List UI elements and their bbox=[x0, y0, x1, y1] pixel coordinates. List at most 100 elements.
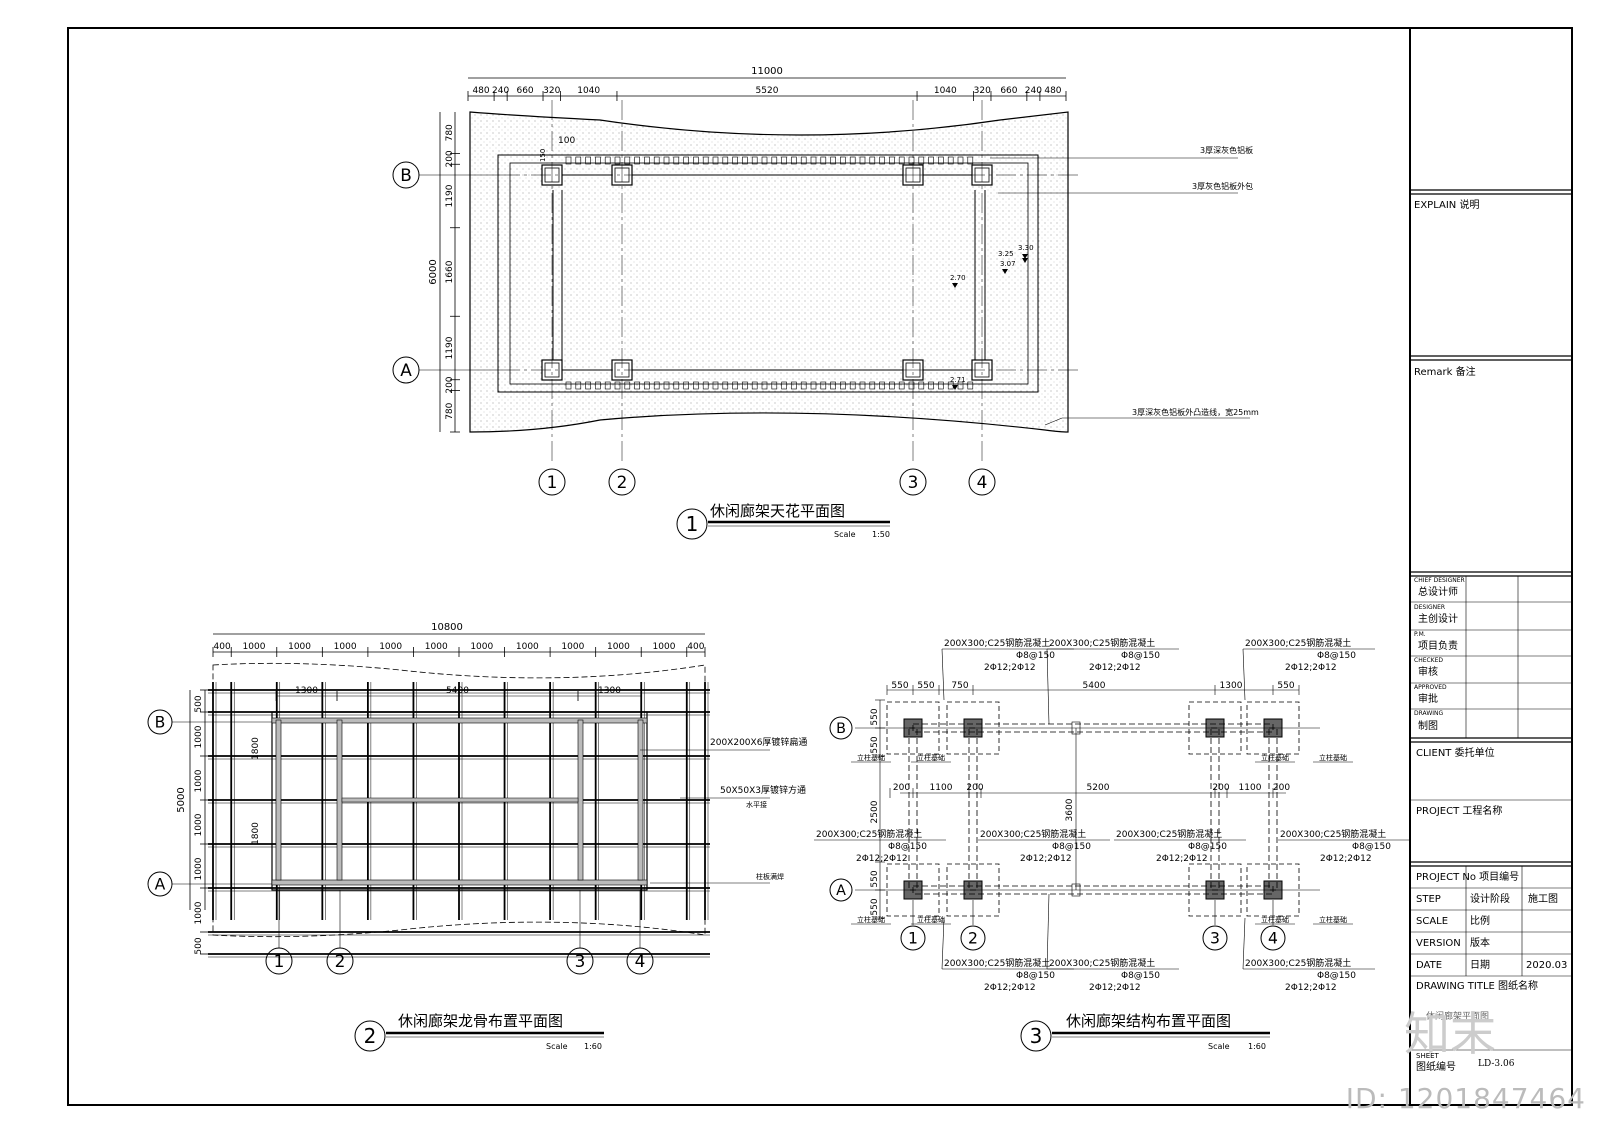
scale-2: 1:60 bbox=[584, 1042, 602, 1051]
axis-bubble2-4-circle bbox=[626, 947, 654, 975]
axis-bubble2-2-circle bbox=[326, 947, 354, 975]
top-dim-1: 240 bbox=[492, 86, 509, 96]
axis-bubble-1-circle bbox=[538, 468, 566, 496]
spec-bot-2-stirrup: Φ8@150 bbox=[1121, 971, 1160, 981]
role-zh-2: 项目负责 bbox=[1418, 641, 1458, 652]
spec-bot-1-spec: 200X300;C25钢筋混凝土 bbox=[944, 957, 1050, 969]
slat-tick-bottom bbox=[938, 381, 944, 390]
slat-tick-top bbox=[938, 156, 944, 165]
spec-mid-1-stirrup: Φ8@150 bbox=[888, 842, 927, 852]
inner-dim-1: 1800 bbox=[251, 737, 261, 760]
slat-tick-top bbox=[781, 156, 787, 165]
slat-tick-bottom bbox=[957, 381, 964, 390]
spec-top-3-spec: 200X300;C25钢筋混凝土 bbox=[1245, 637, 1351, 649]
sheet-label: SHEET bbox=[1416, 1052, 1439, 1060]
slat-tick-top bbox=[869, 156, 876, 165]
axis-bubble-b3: B bbox=[836, 721, 846, 737]
ground-beam-v-1 bbox=[968, 727, 978, 891]
slat-tick-top bbox=[742, 156, 748, 165]
axis-bubble-3-circle bbox=[899, 468, 927, 496]
level-5: 2.71 bbox=[950, 376, 966, 384]
slat-tick-top bbox=[595, 156, 601, 165]
axis-bubble-b: B bbox=[400, 165, 412, 185]
top-dim-2: 660 bbox=[516, 86, 533, 96]
level-marker-2 bbox=[1022, 258, 1028, 263]
spec-top-3-leader bbox=[1242, 648, 1246, 701]
slat-tick-top bbox=[898, 156, 905, 165]
top-dim2-1: 1000 bbox=[243, 642, 266, 652]
slat-tick-bottom bbox=[634, 381, 640, 390]
ceiling-outline bbox=[469, 111, 1069, 433]
slat-tick-bottom bbox=[693, 381, 699, 390]
role-zh-5: 制图 bbox=[1418, 721, 1438, 732]
remark-label: Remark 备注 bbox=[1414, 367, 1476, 378]
slat-tick-bottom bbox=[800, 381, 807, 390]
slat-tick-top bbox=[712, 156, 719, 165]
footing-2-0 bbox=[1188, 701, 1242, 755]
left-dim2-3: 1000 bbox=[194, 813, 204, 836]
slat-tick-top bbox=[967, 156, 974, 165]
slat-tick-bottom bbox=[614, 381, 621, 390]
level-marker-3 bbox=[1002, 269, 1008, 274]
spec-bot-3-leader bbox=[1242, 917, 1246, 970]
left-dim3-1: 550 bbox=[870, 736, 880, 753]
footing-1-0 bbox=[946, 701, 1000, 755]
slat-tick-bottom bbox=[879, 381, 885, 390]
slat-tick-bottom bbox=[889, 381, 895, 390]
axis-bubble-2: 2 bbox=[617, 472, 628, 492]
spec-bot-1-stirrup: Φ8@150 bbox=[1016, 971, 1055, 981]
ground-beam-v-3 bbox=[1268, 727, 1278, 891]
spec-mid-4-stirrup: Φ8@150 bbox=[1352, 842, 1391, 852]
left-dim3-4: 550 bbox=[870, 898, 880, 915]
step-label: STEP bbox=[1416, 894, 1441, 905]
top-dim2-8: 1000 bbox=[561, 642, 584, 652]
top-dim3-1: 550 bbox=[917, 681, 934, 691]
drawing-title-2: 休闲廊架龙骨布置平面图 bbox=[398, 1012, 563, 1030]
axis-bubble-b3-circle bbox=[829, 716, 853, 740]
axis-bubble2-3: 3 bbox=[575, 951, 586, 971]
slat-tick-bottom bbox=[742, 381, 748, 390]
slat-tick-top bbox=[732, 156, 738, 165]
spec-mid-1-spec: 200X300;C25钢筋混凝土 bbox=[816, 828, 922, 840]
slat-tick-bottom bbox=[751, 381, 758, 390]
slat-tick-bottom bbox=[781, 381, 787, 390]
spec-bot-3-rebar: 2Φ12;2Φ12 bbox=[1285, 983, 1337, 993]
sheet-value: LD-3.06 bbox=[1478, 1059, 1515, 1069]
spec-bot-3-spec: 200X300;C25钢筋混凝土 bbox=[1245, 957, 1351, 969]
axis-bubble2-1: 1 bbox=[274, 951, 285, 971]
overall-dim-2: 10800 bbox=[431, 622, 463, 633]
main-beam-b bbox=[271, 717, 648, 724]
column-label-2-1: 立柱基础 bbox=[1261, 915, 1289, 924]
ground-beam-v-2 bbox=[1210, 727, 1220, 891]
mid-dim3-3: 5200 bbox=[1087, 783, 1110, 793]
left-dim2-4: 1000 bbox=[194, 857, 204, 880]
note-2: 3厚灰色铝板外包 bbox=[1192, 181, 1253, 191]
main-beam-4 bbox=[637, 719, 644, 881]
top-dim-7: 320 bbox=[974, 86, 991, 96]
top-dim2-6: 1000 bbox=[470, 642, 493, 652]
axis-bubble-b2: B bbox=[155, 713, 166, 731]
sheet-border bbox=[67, 27, 1573, 1106]
column-label-2-0: 立柱基础 bbox=[1261, 753, 1289, 762]
slat-tick-top bbox=[624, 156, 631, 165]
slat-tick-bottom bbox=[849, 381, 856, 390]
slat-tick-top bbox=[908, 156, 915, 165]
drawing-number-circle-3 bbox=[1020, 1020, 1052, 1052]
slat-tick-bottom bbox=[653, 381, 660, 390]
scale-label-3: Scale bbox=[1208, 1042, 1230, 1051]
framing-note-3: 水平接 bbox=[746, 800, 767, 809]
scale-label-1: Scale bbox=[834, 530, 856, 539]
top-dim2-9: 1000 bbox=[607, 642, 630, 652]
drawing-title-1: 休闲廊架天花平面图 bbox=[710, 502, 845, 520]
left-dim-3: 1660 bbox=[445, 260, 455, 283]
role-zh-4: 审批 bbox=[1418, 694, 1438, 705]
top-dim2-11: 400 bbox=[687, 642, 704, 652]
slat-tick-top bbox=[830, 156, 836, 165]
top-dim3-0: 550 bbox=[891, 681, 908, 691]
